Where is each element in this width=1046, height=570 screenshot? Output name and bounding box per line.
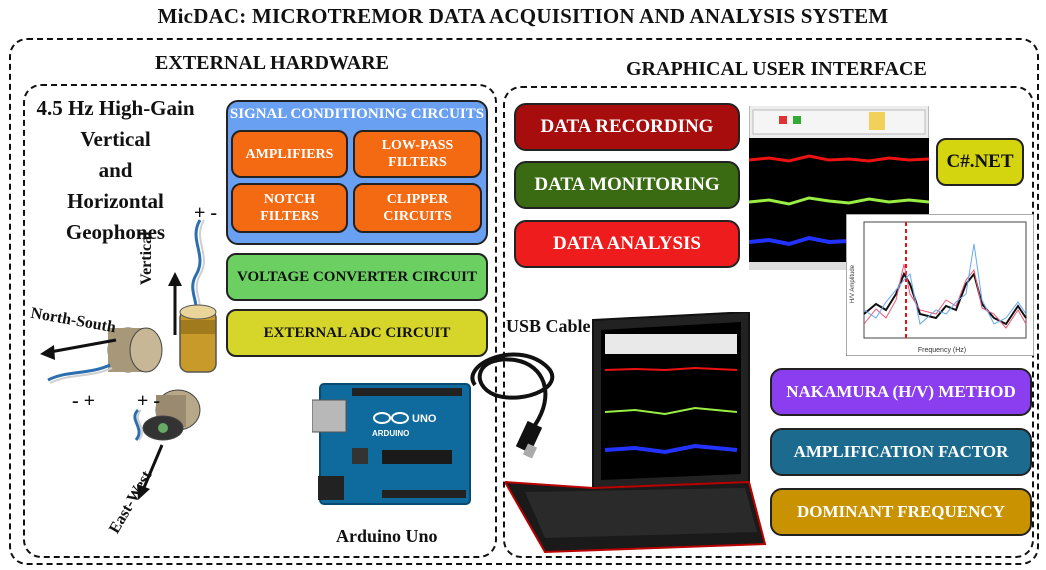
geophone-line-5: Geophones — [65, 220, 166, 244]
hardware-heading: EXTERNAL HARDWARE — [155, 52, 389, 74]
notch-filters-block: NOTCH FILTERS — [231, 183, 348, 233]
vertical-label: Vertical — [138, 231, 155, 285]
minus-sign: - — [72, 390, 79, 412]
laptop-image — [505, 312, 767, 554]
amplifiers-block: AMPLIFIERS — [231, 130, 348, 178]
amplifiers-label: AMPLIFIERS — [245, 146, 334, 162]
clipper-label-1: CLIPPER — [386, 192, 449, 207]
geophone-line-4: Horizontal — [67, 189, 164, 213]
low-pass-label-1: LOW-PASS — [381, 138, 454, 153]
vertical-geophone-icon — [179, 219, 217, 373]
external-adc-block: EXTERNAL ADC CIRCUIT — [226, 309, 488, 357]
clipper-circuits-block: CLIPPER CIRCUITS — [353, 183, 482, 233]
data-recording-button[interactable]: DATA RECORDING — [514, 103, 740, 151]
east-west-geophone-icon — [133, 389, 201, 441]
main-title: MicDAC: MICROTREMOR DATA ACQUISITION AND… — [157, 4, 889, 28]
geophone-line-1: 4.5 Hz High-Gain — [36, 96, 195, 120]
usb-cable-icon — [470, 352, 555, 459]
dominant-frequency-button[interactable]: DOMINANT FREQUENCY — [770, 488, 1032, 536]
plus-sign: + — [137, 390, 149, 412]
geophone-description: 4.5 Hz High-Gain Vertical and Horizontal… — [28, 93, 203, 248]
gui-heading: GRAPHICAL USER INTERFACE — [626, 58, 927, 80]
voltage-converter-block: VOLTAGE CONVERTER CIRCUIT — [226, 253, 488, 301]
notch-label-1: NOTCH — [263, 192, 316, 207]
hv-plot-image: Frequency (Hz) H/V Amplitude — [846, 214, 1034, 356]
data-monitoring-button[interactable]: DATA MONITORING — [514, 161, 740, 209]
north-south-geophone-icon — [47, 327, 163, 384]
geophones-illustration — [40, 219, 217, 500]
plot-ylabel: H/V Amplitude — [850, 264, 856, 303]
minus-sign: - — [210, 202, 218, 224]
arduino-label: Arduino Uno — [336, 526, 438, 546]
geophone-line-2: Vertical — [80, 127, 151, 151]
data-analysis-button[interactable]: DATA ANALYSIS — [514, 220, 740, 268]
notch-label-2: FILTERS — [260, 209, 319, 224]
outer-frame — [9, 38, 1039, 565]
clipper-label-2: CIRCUITS — [383, 209, 452, 224]
arduino-board-image: UNO ARDUINO — [312, 383, 471, 505]
plus-minus-vertical: + - — [194, 202, 217, 225]
plus-sign: + — [83, 390, 96, 412]
plus-sign: + — [194, 202, 206, 224]
hardware-frame — [23, 84, 497, 558]
plus-minus-east-west: + - — [137, 390, 160, 413]
signal-conditioning-title: SIGNAL CONDITIONING CIRCUITS — [229, 106, 485, 122]
plus-minus-north-south: - + — [72, 390, 95, 413]
arduino-uno-board-text: UNO — [412, 413, 437, 425]
low-pass-label-2: FILTERS — [388, 155, 447, 170]
nakamura-method-button[interactable]: NAKAMURA (H/V) METHOD — [770, 368, 1032, 416]
minus-sign: - — [153, 390, 161, 412]
amplification-factor-button[interactable]: AMPLIFICATION FACTOR — [770, 428, 1032, 476]
usb-cable-label: USB Cable — [506, 316, 591, 336]
csharp-badge: C#.NET — [936, 138, 1024, 186]
arduino-brand-text: ARDUINO — [372, 429, 409, 438]
low-pass-filters-block: LOW-PASS FILTERS — [353, 130, 482, 178]
geophone-line-3: and — [98, 158, 133, 182]
plot-xlabel: Frequency (Hz) — [918, 347, 966, 354]
